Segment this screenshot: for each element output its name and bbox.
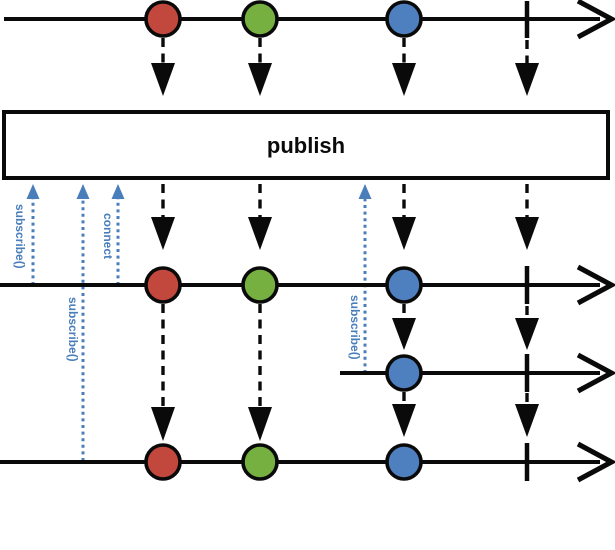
notify-arrowhead-icon-complete [515,63,539,96]
connect-arrowhead-icon [111,184,125,199]
subscriber3-marble-blue [385,443,423,481]
notify-arrowhead-icon-green [248,63,272,96]
operator-box-group: publish [2,110,610,180]
subscriber2-marble-blue [385,354,423,392]
subscriber1-timeline [0,264,615,306]
emit-arrowhead-icon-red-2 [151,407,175,441]
subscriber1-timeline-arrowhead-icon [576,264,615,306]
connect-label: connect [101,213,115,259]
source-marble-blue [385,0,423,38]
source-marble-green [241,0,279,38]
emit-arrowhead-icon-red-1 [151,217,175,250]
emit-arrowhead-icon-blue-3 [392,404,416,437]
subscriber2-timeline [340,352,615,394]
subscriber2-to-subscriber3-arrows [392,392,539,437]
subscriber2-timeline-arrowhead-icon [576,352,615,394]
subscribe-label-2: subscribe() [66,297,80,362]
emit-arrowhead-icon-green-1 [248,217,272,250]
emit-arrowhead-icon-green-2 [248,407,272,441]
emit-arrowhead-icon-complete-3 [515,404,539,437]
subscriber3-marble-green [241,443,279,481]
source-to-operator-arrows [151,38,539,96]
subscriber3-timeline-arrowhead-icon [576,441,615,483]
subscriber1-marble-green [241,266,279,304]
source-timeline [4,0,615,40]
operator-box [2,110,610,180]
subscriber3-marble-red [144,443,182,481]
subscription-arrows: subscribe() subscribe() connect subscrib… [13,184,372,461]
subscriber1-marble-blue [385,266,423,304]
subscribe-label-3: subscribe() [348,295,362,360]
subscriber3-timeline [0,441,615,483]
subscribe-label-1: subscribe() [13,204,27,269]
emit-arrowhead-icon-blue-1 [392,217,416,250]
subscribe-arrowhead-icon-3 [358,184,372,199]
notify-arrowhead-icon-red [151,63,175,96]
operator-label: publish [267,133,345,158]
emit-arrowhead-icon-complete-1 [515,217,539,250]
subscriber1-to-subscriber2-arrows [392,304,539,350]
subscribe-arrowhead-icon-2 [76,184,90,199]
notify-arrowhead-icon-blue [392,63,416,96]
emit-arrowhead-icon-complete-2 [515,318,539,350]
source-marble-red [144,0,182,38]
emit-arrowhead-icon-blue-2 [392,318,416,350]
subscribe-arrowhead-icon-1 [26,184,40,199]
subscriber1-to-subscriber3-arrows [151,304,272,441]
source-timeline-arrowhead-icon [576,0,615,40]
operator-to-subscriber1-arrows [151,184,539,250]
subscriber1-marble-red [144,266,182,304]
